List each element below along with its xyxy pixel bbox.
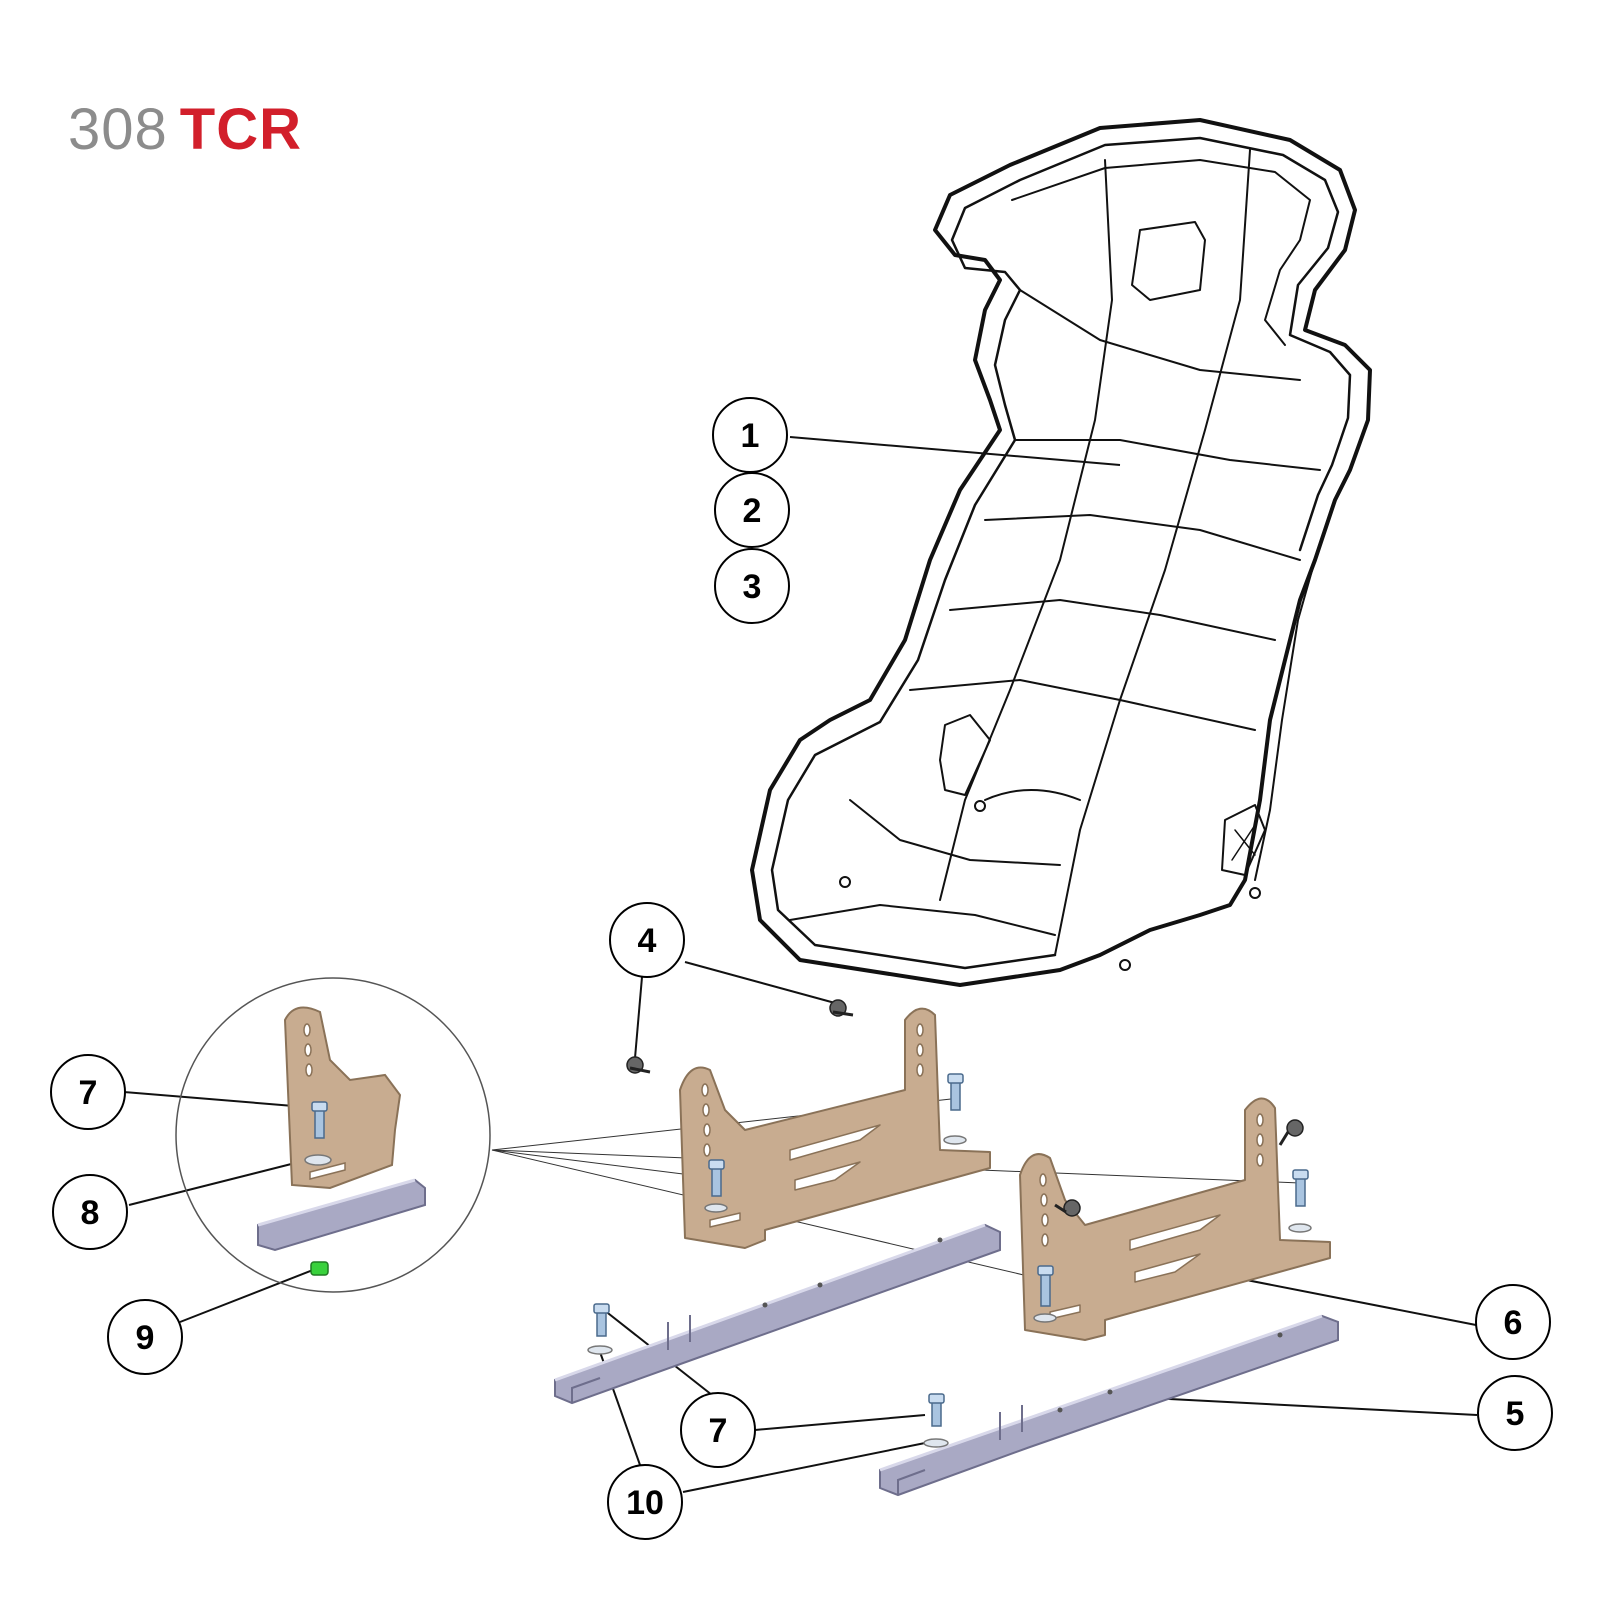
bolt [1033,1265,1057,1323]
detail-pointer [491,1149,716,1179]
callout-3: 3 [714,548,790,624]
callout-label-9: 9 [136,1319,155,1357]
callout-7a: 7 [50,1054,126,1130]
fastener-screw [829,999,854,1017]
detail-view [175,977,491,1293]
seat-head-opening [1131,221,1206,301]
logo-series: TCR [179,97,302,162]
bolt [943,1073,967,1145]
leader-8 [128,1157,316,1206]
leader-5 [1149,1397,1478,1416]
seat-outer-outline [750,118,1372,987]
callout-label-10: 10 [626,1484,664,1522]
seat-bracket-left [679,1007,991,1249]
seat-side-hole [974,800,986,812]
detail-circle [175,977,491,1293]
seat-side-hole [1119,959,1131,971]
callout-label-3: 3 [743,568,762,606]
callout-4: 4 [609,902,685,978]
seat-right-side-panel [1254,559,1316,881]
seat-seam-shoulder [1019,289,1301,381]
callout-label-4: 4 [638,922,657,960]
callout-7b: 7 [680,1392,756,1468]
seat-headrest-inner [1011,159,1311,346]
seat-seam-lumbar [909,679,1256,731]
seat-side-hole [839,876,851,888]
callout-label-7a: 7 [79,1074,98,1112]
leader-4a [634,976,643,1059]
fastener-screw [626,1056,651,1074]
seat-seam-center-left [939,159,1113,901]
seat-bracket-right [1019,1097,1331,1341]
fastener-screw [1054,1199,1081,1217]
seat-rail-right [879,1314,1339,1497]
leader-lines [123,436,1478,1493]
callout-9: 9 [107,1299,183,1375]
callout-2: 2 [714,472,790,548]
seat-seam-mid-back [984,514,1301,561]
seat-side-hole [1249,887,1261,899]
detail-washer [304,1154,332,1166]
callout-10: 10 [607,1464,683,1540]
seat-cushion-hip [984,789,1081,801]
bolt [587,1303,613,1355]
callout-6: 6 [1475,1284,1551,1360]
seat-vent-right-cross [1231,824,1256,861]
leader-4b [684,961,836,1004]
seat-inner-rim [770,136,1352,970]
seat-seam-upper-back [1014,439,1321,471]
callout-label-2: 2 [743,492,762,530]
callout-bubbles: 1 2 3 4 5 6 7 7 [50,397,1553,1540]
seat-shell [750,118,1372,987]
seat-vent-right [1221,804,1266,876]
seat-seam-lower-back [949,599,1276,641]
callout-label-1: 1 [741,417,760,455]
bolt [923,1393,949,1448]
callout-8: 8 [52,1174,128,1250]
leader-7b-2 [754,1414,926,1431]
leader-10-2 [682,1442,926,1493]
detail-rail [257,1178,426,1252]
fastener-screw [1278,1119,1304,1146]
leader-1 [789,436,1121,466]
seat-vent-left [939,714,991,796]
bolt [704,1159,728,1213]
seat-seam-center-right [1054,149,1251,956]
callout-1: 1 [712,397,788,473]
callout-label-7b: 7 [709,1412,728,1450]
callout-label-5: 5 [1506,1395,1525,1433]
callout-5: 5 [1477,1375,1553,1451]
seat-cushion-front [789,904,1056,936]
leader-7a [123,1091,319,1109]
seat-cushion-curve [849,799,1061,866]
detail-bracket [283,1006,402,1190]
seat-rail-left [554,1223,1001,1405]
bolt [1288,1169,1312,1233]
detail-bolt [311,1101,328,1139]
seat-fasteners-4 [626,999,1304,1217]
callout-label-6: 6 [1504,1304,1523,1342]
bolts-and-washers [587,1073,1312,1448]
leader-9 [179,1267,319,1323]
callout-label-8: 8 [81,1194,100,1232]
detail-nut [310,1261,329,1276]
logo-model: 308 [68,97,168,162]
